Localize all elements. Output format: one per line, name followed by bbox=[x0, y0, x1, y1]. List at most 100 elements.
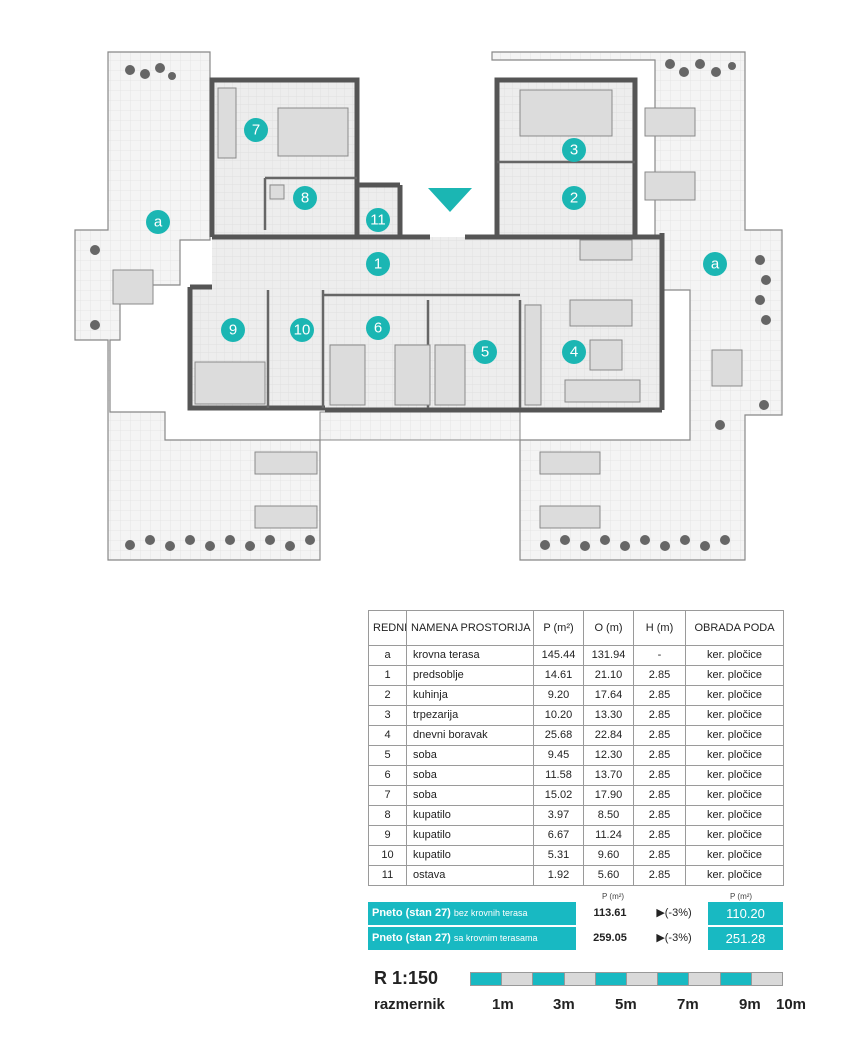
summary-head-p-final: P (m²) bbox=[730, 892, 753, 901]
row-name: krovna terasa bbox=[406, 645, 534, 666]
row-floor: ker. pločice bbox=[685, 865, 784, 886]
room-marker-a-left: a bbox=[146, 210, 170, 234]
terrace-right bbox=[491, 51, 783, 561]
scale-segment bbox=[563, 972, 596, 986]
svg-text:4: 4 bbox=[570, 344, 578, 361]
scale-tick: 7m bbox=[677, 996, 699, 1013]
row-o: 17.90 bbox=[583, 785, 634, 806]
scale-segment bbox=[750, 972, 784, 986]
svg-text:11: 11 bbox=[370, 212, 386, 229]
plants bbox=[90, 59, 771, 551]
svg-text:10: 10 bbox=[294, 322, 311, 339]
summary-label-sub: sa krovnim terasama bbox=[453, 933, 538, 943]
scale-tick: 9m bbox=[739, 996, 761, 1013]
row-h: 2.85 bbox=[633, 765, 686, 786]
summary-row-with-terraces: Pneto (stan 27) sa krovnim terasama 259.… bbox=[368, 927, 783, 950]
summary-label: Pneto (stan 27) bez krovnih terasa bbox=[368, 902, 576, 925]
room-marker-3: 3 bbox=[562, 138, 586, 162]
table-header-row: REDNI BROJ NAMENA PROSTORIJA P (m²) O (m… bbox=[368, 610, 784, 646]
row-floor: ker. pločice bbox=[685, 745, 784, 766]
scale-segment bbox=[470, 972, 503, 986]
row-name: kupatilo bbox=[406, 805, 534, 826]
summary-reduction: ▶(-3%) bbox=[656, 907, 692, 919]
scale-segment bbox=[719, 972, 752, 986]
row-h: 2.85 bbox=[633, 725, 686, 746]
row-floor: ker. pločice bbox=[685, 685, 784, 706]
row-floor: ker. pločice bbox=[685, 785, 784, 806]
row-name: soba bbox=[406, 765, 534, 786]
row-h: 2.85 bbox=[633, 665, 686, 686]
row-floor: ker. pločice bbox=[685, 825, 784, 846]
row-name: soba bbox=[406, 785, 534, 806]
col-o: O (m) bbox=[583, 610, 634, 646]
room-marker-4: 4 bbox=[562, 340, 586, 364]
row-o: 5.60 bbox=[583, 865, 634, 886]
svg-text:a: a bbox=[154, 214, 163, 231]
row-o: 21.10 bbox=[583, 665, 634, 686]
row-floor: ker. pločice bbox=[685, 725, 784, 746]
row-no: 8 bbox=[368, 805, 407, 826]
inner-walls bbox=[263, 160, 635, 408]
row-p: 9.20 bbox=[533, 685, 584, 706]
row-floor: ker. pločice bbox=[685, 805, 784, 826]
row-p: 11.58 bbox=[533, 765, 584, 786]
summary-label-main: Pneto (stan 27) bbox=[372, 932, 451, 944]
summary-reduction: ▶(-3%) bbox=[656, 932, 692, 944]
row-h: 2.85 bbox=[633, 705, 686, 726]
row-o: 13.30 bbox=[583, 705, 634, 726]
row-p: 6.67 bbox=[533, 825, 584, 846]
col-redni-broj: REDNI BROJ bbox=[368, 610, 407, 646]
scale-segment bbox=[657, 972, 690, 986]
room-marker-1: 1 bbox=[366, 252, 390, 276]
row-floor: ker. pločice bbox=[685, 645, 784, 666]
col-h: H (m) bbox=[633, 610, 686, 646]
row-name: ostava bbox=[406, 865, 534, 886]
row-o: 8.50 bbox=[583, 805, 634, 826]
row-o: 12.30 bbox=[583, 745, 634, 766]
room-marker-9: 9 bbox=[221, 318, 245, 342]
scale-tick: 3m bbox=[553, 996, 575, 1013]
row-name: soba bbox=[406, 745, 534, 766]
col-obrada: OBRADA PODA bbox=[685, 610, 784, 646]
scale-word: razmernik bbox=[374, 996, 445, 1013]
row-p: 10.20 bbox=[533, 705, 584, 726]
row-h: 2.85 bbox=[633, 865, 686, 886]
row-p: 145.44 bbox=[533, 645, 584, 666]
row-p: 25.68 bbox=[533, 725, 584, 746]
room-marker-6: 6 bbox=[366, 316, 390, 340]
row-o: 131.94 bbox=[583, 645, 634, 666]
room-table: REDNI BROJ NAMENA PROSTORIJA P (m²) O (m… bbox=[368, 610, 784, 886]
svg-text:8: 8 bbox=[301, 190, 309, 207]
room-markers: a a 1 2 3 4 5 6 7 8 9 10 11 bbox=[146, 118, 727, 364]
scale-segment bbox=[594, 972, 628, 986]
row-p: 15.02 bbox=[533, 785, 584, 806]
row-floor: ker. pločice bbox=[685, 705, 784, 726]
room-marker-a-right: a bbox=[703, 252, 727, 276]
row-p: 3.97 bbox=[533, 805, 584, 826]
svg-text:1: 1 bbox=[374, 256, 382, 273]
row-h: 2.85 bbox=[633, 825, 686, 846]
floor-plan: a a 1 2 3 4 5 6 7 8 9 10 11 bbox=[74, 51, 783, 561]
row-floor: ker. pločice bbox=[685, 845, 784, 866]
row-o: 11.24 bbox=[583, 825, 634, 846]
scale-segment bbox=[626, 972, 659, 986]
row-p: 9.45 bbox=[533, 745, 584, 766]
scale-segment bbox=[501, 972, 534, 986]
row-h: 2.85 bbox=[633, 785, 686, 806]
room-marker-11: 11 bbox=[366, 208, 390, 232]
row-p: 14.61 bbox=[533, 665, 584, 686]
row-no: 4 bbox=[368, 725, 407, 746]
svg-text:7: 7 bbox=[252, 122, 260, 139]
summary-label: Pneto (stan 27) sa krovnim terasama bbox=[368, 927, 576, 950]
summary-value: 113.61 bbox=[593, 907, 627, 919]
col-p: P (m²) bbox=[533, 610, 584, 646]
summary-label-main: Pneto (stan 27) bbox=[372, 907, 451, 919]
svg-text:2: 2 bbox=[570, 190, 578, 207]
svg-text:9: 9 bbox=[229, 322, 237, 339]
